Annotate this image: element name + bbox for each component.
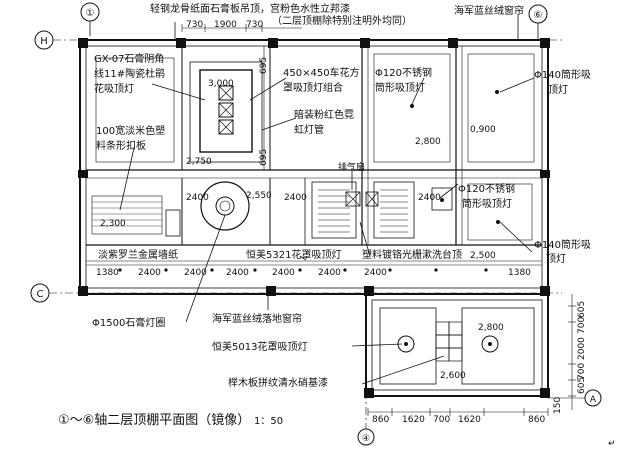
axis-marker-6: ⑥ [528, 4, 548, 40]
note-ss120-a1: Φ120不锈钢 [375, 66, 432, 79]
left-top-room-ceiling [95, 57, 175, 163]
note-ss140-a2: 顶灯 [548, 84, 568, 96]
dim-row-2400b: 2400 [184, 268, 207, 278]
dim-rs-700b: 700 [577, 363, 587, 380]
axis-label-H: H [40, 36, 48, 47]
dim-730a: 730 [186, 20, 203, 30]
note-curtain-floor: 海军蓝丝绒落地窗帘 [212, 312, 302, 325]
axis-label-1: ① [86, 8, 95, 19]
dim-rs-605a: 605 [577, 301, 587, 318]
note-wallpaper: 淡紫罗兰金属墙纸 [98, 248, 178, 261]
note-ss140-b2: 顶灯 [546, 253, 566, 265]
note-gx07-3: 花吸顶灯 [94, 82, 134, 95]
dim-row-2400f: 2400 [364, 268, 387, 278]
top-note-sub: （二层顶棚除特别注明外均同） [272, 14, 412, 27]
dim-mid-2400a: 2400 [186, 193, 209, 203]
top-note-main: 轻钢龙骨纸面石膏板吊顶，宫粉色水性立邦漆 [150, 2, 350, 15]
note-wood-panel: 榉木板拼纹清水硝基漆 [228, 376, 328, 389]
note-hengmei5321: 恒美5321花罩吸顶灯 [246, 248, 341, 261]
elev-3000: 3,000 [208, 79, 234, 89]
note-ss140-b1: Φ140筒形吸 [534, 238, 591, 251]
dim-bot-1620a: 1620 [402, 415, 425, 425]
dim-695b: 695 [259, 149, 269, 166]
note-gx07-2: 线11#陶瓷杜鹃 [94, 67, 165, 80]
flower-lamp-panel [189, 61, 263, 163]
elev-2800b: 2,800 [478, 323, 504, 333]
leader-lines [119, 14, 535, 385]
wood-panel-grid [435, 321, 463, 362]
elev-2750: 2,750 [186, 157, 212, 167]
dim-rs-150: 150 [553, 397, 563, 414]
note-hengmei5013: 恒美5013花罩吸顶灯 [212, 340, 307, 353]
note-gx07-1: GX-07石膏阴角 [94, 52, 164, 65]
dim-bot-700: 700 [433, 415, 450, 425]
elev-2500: 2,500 [470, 251, 496, 261]
interior-partitions [86, 46, 542, 266]
note-neon-2: 虹灯管 [294, 123, 324, 136]
paragraph-mark: ↵ [608, 439, 616, 449]
lower-room-ceiling [379, 307, 535, 385]
axis-label-A: A [590, 395, 597, 405]
note-neon-1: 暗装粉红色霓 [294, 108, 354, 121]
dim-695a: 695 [259, 57, 269, 74]
axis-marker-A: A [548, 389, 602, 407]
elev-2300: 2,300 [100, 219, 126, 229]
axis-label-4: ④ [362, 434, 370, 444]
dim-row-1380a: 1380 [96, 268, 119, 278]
axis-marker-1: ① [80, 2, 100, 36]
dimension-lines [86, 24, 576, 416]
dim-730b: 730 [246, 20, 263, 30]
note-flower-1: 450×450车花方 [283, 66, 360, 79]
note-ss140-a1: Φ140筒形吸 [534, 68, 591, 81]
note-ss120-b1: Φ120不锈钢 [458, 182, 515, 195]
elev-2800a: 2,800 [415, 137, 441, 147]
dim-row-2400c: 2400 [226, 268, 249, 278]
note-curtain-top: 海军蓝丝绒窗帘 [454, 4, 524, 17]
note-exhaust: 排气扇 [338, 161, 365, 173]
exhaust-fan-icon [345, 191, 361, 207]
dim-bot-860b: 860 [528, 415, 545, 425]
note-ss120-b2: 筒形吸顶灯 [462, 197, 512, 210]
note-pvc-1: 100宽淡米色塑 [96, 124, 165, 137]
dim-1900: 1900 [214, 20, 237, 30]
dim-row-1380b: 1380 [508, 268, 531, 278]
elev-0900: 0,900 [470, 125, 496, 135]
dim-rs-2000: 2000 [577, 337, 587, 360]
drawing-scale: 1：50 [254, 416, 283, 427]
downlight-icon [495, 90, 499, 94]
elev-2550: 2,550 [246, 191, 272, 201]
dim-mid-2400b: 2400 [284, 193, 307, 203]
plaster-ring-lamp [200, 181, 250, 231]
axis-label-6: ⑥ [534, 10, 543, 21]
dim-row-2400a: 2400 [138, 268, 161, 278]
square-flower-lamp-icon [218, 85, 234, 135]
dim-row-2400d: 2400 [272, 268, 295, 278]
dim-bot-860a: 860 [372, 415, 389, 425]
pvc-strip-ceiling [91, 195, 181, 237]
bathroom-grille-ceiling [311, 181, 533, 241]
downlight-icon [410, 104, 414, 108]
dim-row-2400e: 2400 [318, 268, 341, 278]
dim-rs-700a: 700 [577, 317, 587, 334]
note-pvc-2: 料条形扣板 [96, 139, 146, 152]
downlight-icon [496, 220, 500, 224]
note-ss120-a2: 筒形吸顶灯 [375, 81, 425, 94]
note-plastic-grille: 塑料镀铬光栅漱洗台顶 [362, 248, 462, 261]
right-top-rooms [373, 53, 535, 163]
axis-label-C: C [37, 289, 44, 300]
elev-2600: 2,600 [440, 371, 466, 381]
outer-walls [78, 38, 550, 398]
note-flower-2: 罩吸顶灯组合 [283, 81, 343, 94]
dim-bot-1620b: 1620 [458, 415, 481, 425]
note-plaster-ring: Φ1500石膏灯圈 [92, 316, 165, 329]
drawing-title: ①～⑥轴二层顶棚平面图（镜像） [58, 413, 250, 428]
dim-rs-605b: 605 [577, 377, 587, 394]
dim-mid-2400c: 2400 [418, 193, 441, 203]
corridor-lamps [118, 268, 488, 272]
